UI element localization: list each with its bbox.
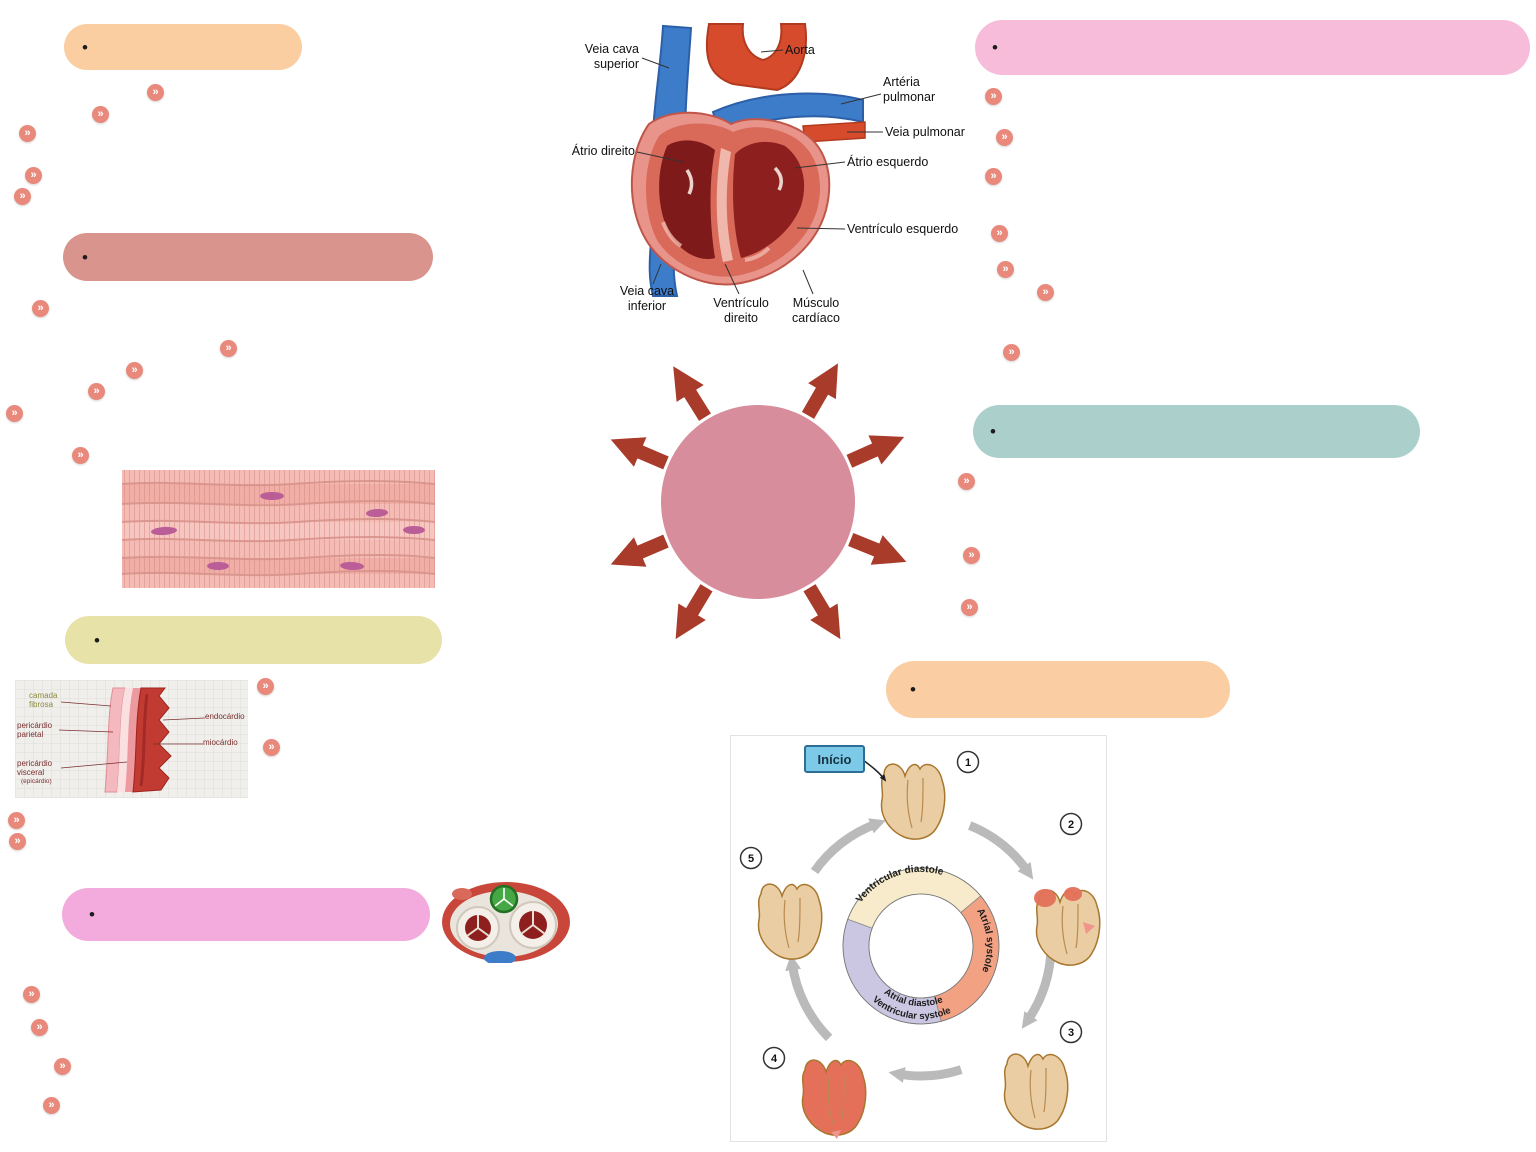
reveal-chevron-icon[interactable]: » <box>31 1019 48 1036</box>
mindmap-arrow <box>844 524 913 577</box>
reveal-chevron-icon[interactable]: » <box>25 167 42 184</box>
cycle-heart-3 <box>1003 1053 1069 1130</box>
reveal-chevron-icon[interactable]: » <box>961 599 978 616</box>
mindmap-arrow <box>604 526 673 580</box>
reveal-chevron-icon[interactable]: » <box>1003 344 1020 361</box>
mindmap-arrow <box>794 355 852 424</box>
hidden-text-pill-bottom-orange[interactable]: • <box>886 661 1230 718</box>
bullet-marker: • <box>82 37 88 57</box>
reveal-chevron-icon[interactable]: » <box>43 1097 60 1114</box>
mindmap-center-node[interactable] <box>661 405 855 599</box>
cardiac-muscle-illustration <box>122 470 435 588</box>
reveal-chevron-icon[interactable]: » <box>997 261 1014 278</box>
label-endocardio: endocárdio <box>205 712 245 721</box>
heart-valves-illustration <box>442 882 570 963</box>
reveal-chevron-icon[interactable]: » <box>9 833 26 850</box>
reveal-chevron-icon[interactable]: » <box>985 88 1002 105</box>
label-veia-pulmonar: Veia pulmonar <box>885 125 965 139</box>
label-aorta: Aorta <box>785 43 815 57</box>
step-number-2: 2 <box>1068 819 1074 831</box>
reveal-chevron-icon[interactable]: » <box>220 340 237 357</box>
heart-wall-illustration <box>15 680 248 798</box>
fig-heart-wall-layers[interactable]: camada fibrosa pericárdio parietal peric… <box>15 680 248 798</box>
reveal-chevron-icon[interactable]: » <box>88 383 105 400</box>
reveal-chevron-icon[interactable]: » <box>1037 284 1054 301</box>
bullet-marker: • <box>94 630 100 650</box>
step-number-4: 4 <box>771 1053 778 1065</box>
mindmap-arrow <box>604 424 673 478</box>
fig-cardiac-cycle[interactable]: Ventricular diastole Atrial systole Atri… <box>730 735 1107 1142</box>
label-atrio-esquerdo: Átrio esquerdo <box>847 155 929 169</box>
reveal-chevron-icon[interactable]: » <box>958 473 975 490</box>
bullet-marker: • <box>82 247 88 267</box>
bullet-marker: • <box>992 38 998 57</box>
label-ventriculo-direito: Ventrículo direito <box>713 296 769 325</box>
mindmap-arrow <box>659 357 719 426</box>
cardiac-cycle-illustration: Ventricular diastole Atrial systole Atri… <box>739 750 1101 1139</box>
label-pericardio-parietal: pericárdio parietal <box>17 721 53 739</box>
reveal-chevron-icon[interactable]: » <box>72 447 89 464</box>
reveal-chevron-icon[interactable]: » <box>8 812 25 829</box>
muscle-nuclei <box>151 492 425 571</box>
hidden-text-pill-teal[interactable]: • <box>973 405 1420 458</box>
step-number-1: 1 <box>965 757 971 769</box>
bullet-marker: • <box>89 905 95 924</box>
label-veia-cava-inferior: Veia cava inferior <box>619 284 675 313</box>
bullet-marker: • <box>990 422 996 441</box>
hidden-text-pill-top-right[interactable]: • <box>975 20 1530 75</box>
step-number-5: 5 <box>748 853 754 865</box>
reveal-chevron-icon[interactable]: » <box>32 300 49 317</box>
label-pericardio-visceral: pericárdio visceral <box>17 759 53 777</box>
step-number-3: 3 <box>1068 1027 1074 1039</box>
heart-anatomy-illustration <box>630 23 883 297</box>
cycle-heart-5 <box>757 883 823 960</box>
step-numbers: 1 2 3 4 5 <box>739 750 1083 1070</box>
reveal-chevron-icon[interactable]: » <box>263 739 280 756</box>
cycle-heart-4 <box>801 1059 867 1136</box>
mindmap-arrow <box>795 579 855 648</box>
cycle-heart-1 <box>880 763 946 840</box>
label-miocardio: miocárdio <box>203 738 238 747</box>
fig-heart-valves[interactable] <box>440 878 573 963</box>
cycle-start-label: Início <box>804 745 865 773</box>
label-arteria-pulmonar: Artéria pulmonar <box>883 75 936 104</box>
label-musculo-cardiaco: Músculo cardíaco <box>792 296 840 325</box>
mindmap-arrow <box>661 579 721 648</box>
fig-heart-anatomy[interactable]: Veia cava superior Aorta Artéria pulmona… <box>563 12 971 325</box>
label-epicardio: (epicárdio) <box>21 778 52 785</box>
reveal-chevron-icon[interactable]: » <box>147 84 164 101</box>
reveal-chevron-icon[interactable]: » <box>985 168 1002 185</box>
reveal-chevron-icon[interactable]: » <box>257 678 274 695</box>
reveal-chevron-icon[interactable]: » <box>14 188 31 205</box>
hidden-text-pill-magenta[interactable]: • <box>62 888 430 941</box>
label-veia-cava-superior: Veia cava superior <box>584 42 639 71</box>
label-camada-fibrosa: camada fibrosa <box>29 691 58 709</box>
hidden-text-pill-top-left[interactable]: • <box>64 24 302 70</box>
reveal-chevron-icon[interactable]: » <box>991 225 1008 242</box>
mindmap-arrow <box>842 422 911 476</box>
hidden-text-pill-yellow[interactable]: • <box>65 616 442 664</box>
fig-cardiac-muscle-tissue[interactable] <box>122 470 435 588</box>
reveal-chevron-icon[interactable]: » <box>6 405 23 422</box>
reveal-chevron-icon[interactable]: » <box>92 106 109 123</box>
reveal-chevron-icon[interactable]: » <box>126 362 143 379</box>
reveal-chevron-icon[interactable]: » <box>23 986 40 1003</box>
reveal-chevron-icon[interactable]: » <box>996 129 1013 146</box>
label-ventriculo-esquerdo: Ventrículo esquerdo <box>847 222 959 236</box>
label-atrio-direito: Átrio direito <box>571 144 635 158</box>
reveal-chevron-icon[interactable]: » <box>963 547 980 564</box>
reveal-chevron-icon[interactable]: » <box>19 125 36 142</box>
hidden-text-pill-salmon[interactable]: • <box>63 233 433 281</box>
bullet-marker: • <box>910 680 916 699</box>
reveal-chevron-icon[interactable]: » <box>54 1058 71 1075</box>
